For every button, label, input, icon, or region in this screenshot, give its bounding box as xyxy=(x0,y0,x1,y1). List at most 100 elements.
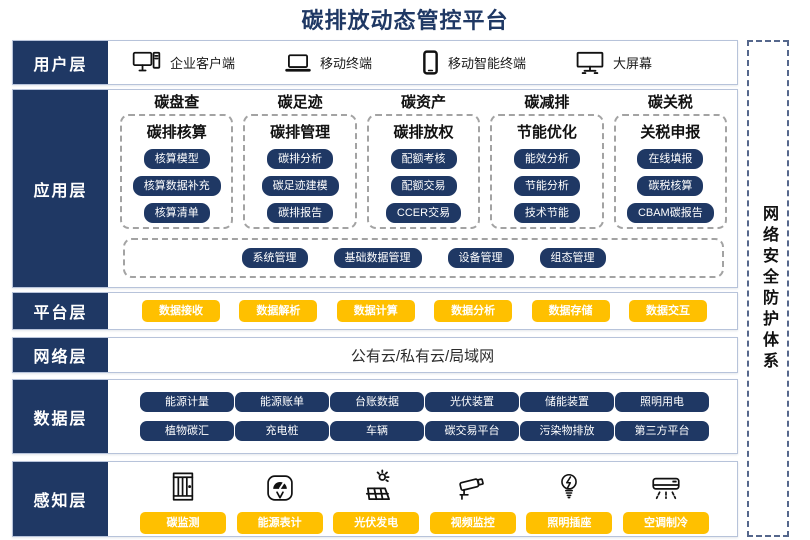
platform-chip: 数据分析 xyxy=(434,300,513,322)
column-group-box: 碳排放权 配额考核 配额交易 CCER交易 xyxy=(366,114,481,229)
module-chip: 能效分析 xyxy=(513,149,580,169)
common-module-chip: 系统管理 xyxy=(241,248,308,268)
layer-network: 网络层 公有云/私有云/局域网 xyxy=(12,337,738,373)
module-chip: 碳排分析 xyxy=(267,149,334,169)
perception-items: 碳监测 能源表计 光伏发电 视频监控 xyxy=(108,462,737,536)
module-chip: 节能分析 xyxy=(513,176,580,196)
user-item-label: 企业客户端 xyxy=(170,56,236,71)
platform-chip: 数据存储 xyxy=(531,300,610,322)
column-subtitle: 关税申报 xyxy=(640,124,701,141)
sense-item-lighting-socket: 照明插座 xyxy=(526,467,613,536)
application-columns: 碳盘查 碳排核算 核算模型 核算数据补充 核算清单 碳足迹 碳排管理 碳排分析 … xyxy=(120,92,728,229)
column-group-box: 碳排管理 碳排分析 碳足迹建模 碳排报告 xyxy=(243,114,357,229)
sense-label: 光伏发电 xyxy=(333,512,420,534)
data-items: 能源计量 能源账单 台账数据 光伏装置 储能装置 照明用电 植物碳汇 充电桩 车… xyxy=(108,380,737,453)
data-chip: 光伏装置 xyxy=(425,392,519,412)
module-chip: 在线填报 xyxy=(637,149,704,169)
big-screen-icon xyxy=(576,51,604,74)
app-column-carbon-inventory: 碳盘查 碳排核算 核算模型 核算数据补充 核算清单 xyxy=(120,92,234,229)
solar-power-icon xyxy=(358,467,394,505)
module-chip: 碳税核算 xyxy=(637,176,704,196)
sense-label: 照明插座 xyxy=(526,512,613,534)
sense-label: 视频监控 xyxy=(429,512,516,534)
app-column-carbon-tariff: 碳关税 关税申报 在线填报 碳税核算 CBAM碳报告 xyxy=(613,92,728,229)
column-header: 碳资产 xyxy=(401,94,447,111)
energy-meter-icon xyxy=(263,467,297,505)
sense-label: 能源表计 xyxy=(236,512,323,534)
column-group-box: 关税申报 在线填报 碳税核算 CBAM碳报告 xyxy=(613,114,728,229)
module-chip: CBAM碳报告 xyxy=(626,203,714,223)
network-text: 公有云/私有云/局域网 xyxy=(350,347,495,365)
data-chip: 污染物排放 xyxy=(520,421,614,441)
data-chip: 车辆 xyxy=(330,421,424,441)
app-column-carbon-reduction: 碳减排 节能优化 能效分析 节能分析 技术节能 xyxy=(490,92,604,229)
module-chip: 核算数据补充 xyxy=(132,176,221,196)
common-module-chip: 基础数据管理 xyxy=(333,248,422,268)
security-protection-band: 网络安全防护体系 xyxy=(747,40,789,537)
sense-item-energy-meter: 能源表计 xyxy=(236,467,323,536)
smartphone-icon xyxy=(422,50,439,75)
layer-platform: 平台层 数据接收 数据解析 数据计算 数据分析 数据存储 数据交互 xyxy=(12,292,738,330)
layer-label-platform: 平台层 xyxy=(13,293,108,329)
platform-chip: 数据交互 xyxy=(628,300,707,322)
layer-application: 应用层 碳盘查 碳排核算 核算模型 核算数据补充 核算清单 碳足迹 碳排管理 xyxy=(12,89,738,288)
user-item-label: 移动智能终端 xyxy=(448,56,527,71)
desktop-pc-icon xyxy=(132,51,161,74)
app-column-carbon-footprint: 碳足迹 碳排管理 碳排分析 碳足迹建模 碳排报告 xyxy=(243,92,357,229)
column-subtitle: 碳排放权 xyxy=(393,124,454,141)
column-header: 碳盘查 xyxy=(154,94,200,111)
sense-item-video-surveillance: 视频监控 xyxy=(429,467,516,536)
column-group-box: 碳排核算 核算模型 核算数据补充 核算清单 xyxy=(120,114,234,229)
module-chip: 核算清单 xyxy=(143,203,210,223)
platform-items: 数据接收 数据解析 数据计算 数据分析 数据存储 数据交互 xyxy=(108,293,737,329)
module-chip: 技术节能 xyxy=(513,203,580,223)
data-chip: 能源计量 xyxy=(140,392,234,412)
layer-perception: 感知层 碳监测 能源表计 光伏发电 xyxy=(12,461,738,537)
layer-label-user: 用户层 xyxy=(13,41,108,84)
data-chip: 台账数据 xyxy=(330,392,424,412)
page-title: 碳排放动态管控平台 xyxy=(301,8,509,33)
carbon-monitor-icon xyxy=(166,467,200,505)
data-row-2: 植物碳汇 充电桩 车辆 碳交易平台 污染物排放 第三方平台 xyxy=(140,421,709,441)
cctv-camera-icon xyxy=(455,467,491,505)
platform-chip: 数据计算 xyxy=(336,300,415,322)
layer-label-data: 数据层 xyxy=(13,380,108,453)
module-chip: 配额考核 xyxy=(390,149,457,169)
user-item-smart-mobile-terminal: 移动智能终端 xyxy=(422,50,526,75)
column-header: 碳足迹 xyxy=(277,94,323,111)
layer-label-network: 网络层 xyxy=(13,338,108,372)
module-chip: 核算模型 xyxy=(143,149,210,169)
data-chip: 照明用电 xyxy=(615,392,709,412)
module-chip: 配额交易 xyxy=(390,176,457,196)
security-band-label: 网络安全防护体系 xyxy=(760,204,777,373)
data-chip: 充电桩 xyxy=(235,421,329,441)
application-content: 碳盘查 碳排核算 核算模型 核算数据补充 核算清单 碳足迹 碳排管理 碳排分析 … xyxy=(108,90,737,287)
module-chip: CCER交易 xyxy=(385,203,462,223)
data-chip: 第三方平台 xyxy=(615,421,709,441)
module-chip: 碳排报告 xyxy=(267,203,334,223)
user-item-big-screen: 大屏幕 xyxy=(576,51,652,74)
layer-user: 用户层 企业客户端 移动终端 移动智能终端 xyxy=(12,40,738,85)
layer-label-perception: 感知层 xyxy=(13,462,108,536)
user-item-mobile-terminal: 移动终端 xyxy=(285,53,372,73)
column-subtitle: 碳排核算 xyxy=(146,124,207,141)
data-chip: 能源账单 xyxy=(235,392,329,412)
platform-chip: 数据接收 xyxy=(142,300,220,322)
common-module-chip: 设备管理 xyxy=(447,248,514,268)
layer-data: 数据层 能源计量 能源账单 台账数据 光伏装置 储能装置 照明用电 植物碳汇 充… xyxy=(12,379,738,454)
user-item-label: 移动终端 xyxy=(320,56,373,71)
column-subtitle: 节能优化 xyxy=(516,124,577,141)
sense-item-air-conditioning: 空调制冷 xyxy=(622,467,709,536)
sense-label: 空调制冷 xyxy=(622,512,709,534)
column-header: 碳减排 xyxy=(524,94,570,111)
layer-label-application: 应用层 xyxy=(13,90,108,287)
data-chip: 碳交易平台 xyxy=(425,421,519,441)
app-column-carbon-asset: 碳资产 碳排放权 配额考核 配额交易 CCER交易 xyxy=(366,92,481,229)
column-subtitle: 碳排管理 xyxy=(270,124,331,141)
user-items: 企业客户端 移动终端 移动智能终端 大屏幕 xyxy=(108,41,737,84)
user-item-enterprise-client: 企业客户端 xyxy=(132,51,235,74)
laptop-icon xyxy=(285,53,311,73)
column-header: 碳关税 xyxy=(647,94,693,111)
module-chip: 碳足迹建模 xyxy=(261,176,339,196)
